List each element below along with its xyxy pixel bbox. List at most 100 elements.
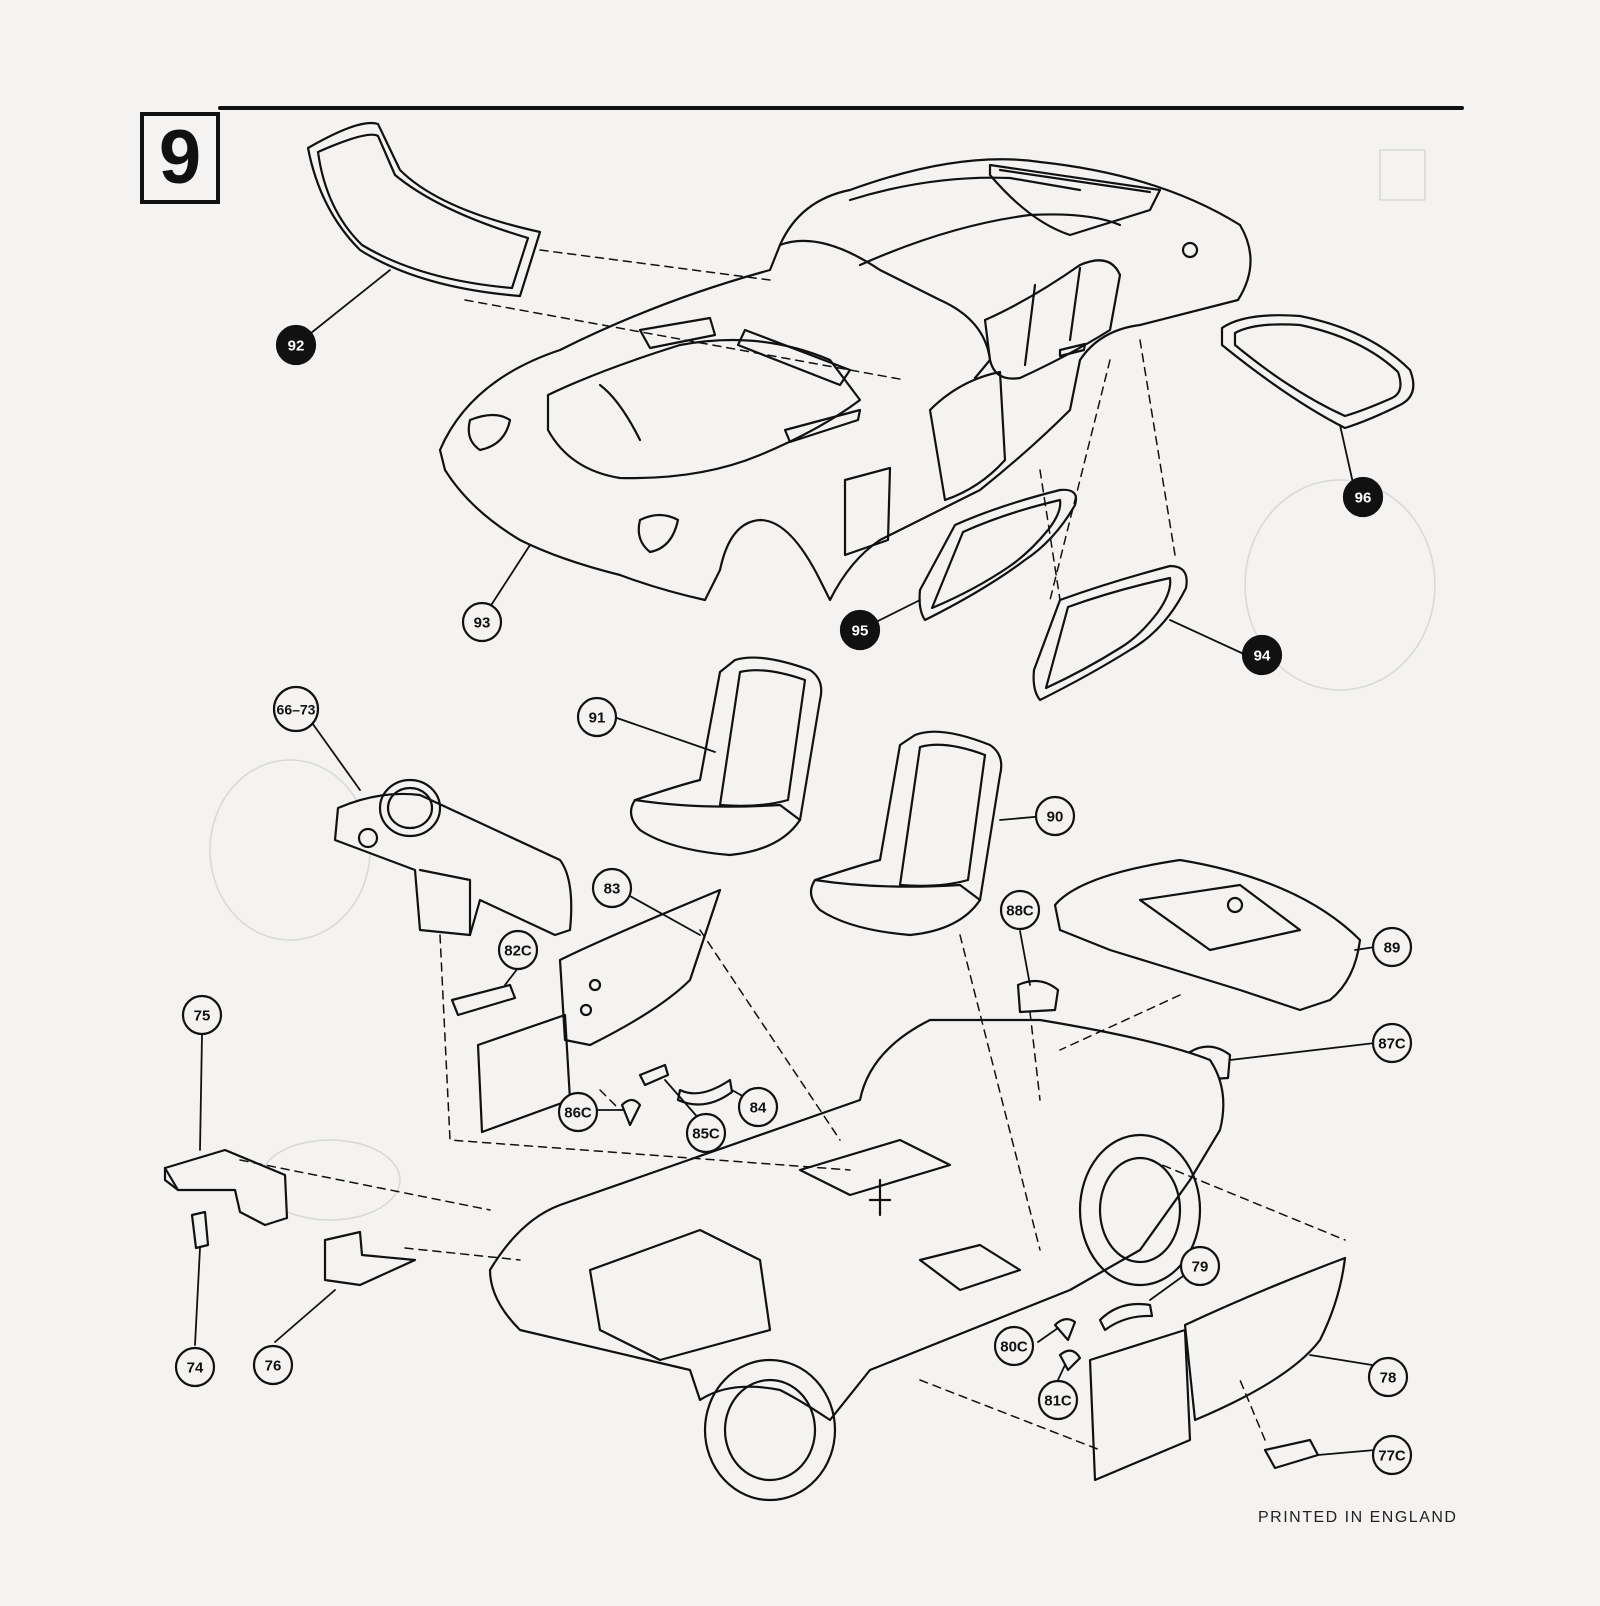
part-91-seat	[629, 656, 823, 857]
part-94-side-window	[1032, 564, 1188, 702]
callout-82c: 82C	[497, 929, 539, 971]
callout-circle	[1367, 1356, 1409, 1398]
assembly-guide-lines	[239, 249, 1346, 1451]
part-95-side-window	[918, 488, 1078, 622]
callout-circle	[272, 685, 320, 733]
part-74-bottle	[190, 1210, 210, 1250]
callout-label: 66–73	[277, 702, 316, 718]
callout-label: 90	[1047, 809, 1064, 826]
callout-circle	[591, 867, 633, 909]
part-96-tail-window	[1220, 314, 1415, 430]
printed-in-england-note: PRINTED IN ENGLAND	[1258, 1509, 1458, 1526]
callout-circle	[1241, 634, 1283, 676]
part-86C-knob	[620, 1098, 642, 1127]
callout-label: 94	[1254, 648, 1271, 665]
callout-label: 76	[265, 1358, 282, 1375]
part-79-handle	[1098, 1302, 1154, 1332]
callout-94: 94	[1241, 634, 1283, 676]
callout-layer: 92 93 94 95 96 66–73 91 90 83 82C 88C 89 87C 75 84 85C 8…	[174, 324, 1413, 1476]
callout-label: 93	[474, 615, 491, 632]
part-78-rear-panel	[1088, 1256, 1347, 1482]
part-66-73-dashboard	[333, 778, 573, 937]
callout-circle	[737, 1086, 779, 1128]
callout-89: 89	[1371, 926, 1413, 968]
callout-circle	[1342, 476, 1384, 518]
step-number-box: 9	[140, 112, 220, 204]
callout-label: 74	[187, 1360, 204, 1377]
step-number: 9	[158, 115, 202, 200]
callout-label: 84	[750, 1100, 767, 1117]
callout-label: 77C	[1378, 1448, 1406, 1465]
chassis-floorpan	[488, 1018, 1225, 1502]
callout-label: 95	[852, 623, 869, 640]
callout-label: 81C	[1044, 1393, 1072, 1410]
callout-label: 75	[194, 1008, 211, 1025]
callout-circle	[1037, 1379, 1079, 1421]
callout-label: 85C	[692, 1126, 720, 1143]
callout-74: 74	[174, 1346, 216, 1388]
callout-circle	[1034, 795, 1076, 837]
callout-96: 96	[1342, 476, 1384, 518]
callout-label: 78	[1380, 1370, 1397, 1387]
callout-label: 96	[1355, 490, 1372, 507]
part-84-handle	[676, 1078, 734, 1106]
callout-circle	[685, 1112, 727, 1154]
callout-label: 91	[589, 710, 606, 727]
part-82C-trim	[450, 983, 517, 1017]
callout-label: 79	[1192, 1259, 1209, 1276]
callout-93: 93	[461, 601, 503, 643]
callout-circle	[497, 929, 539, 971]
callout-66-73: 66–73	[272, 685, 320, 733]
part-80C-knob	[1053, 1318, 1077, 1342]
part-85C-lever	[638, 1063, 670, 1087]
callout-circle	[461, 601, 503, 643]
part-77C-block	[1263, 1438, 1320, 1470]
callout-circle	[1371, 1434, 1413, 1476]
callout-label: 86C	[564, 1105, 592, 1122]
callout-label: 87C	[1378, 1036, 1406, 1053]
callout-76: 76	[252, 1344, 294, 1386]
callout-83: 83	[591, 867, 633, 909]
callout-88c: 88C	[999, 889, 1041, 931]
part-90-seat	[809, 730, 1003, 937]
callout-91: 91	[576, 696, 618, 738]
callout-90: 90	[1034, 795, 1076, 837]
callout-label: 82C	[504, 943, 532, 960]
callout-circle	[252, 1344, 294, 1386]
callout-circle	[557, 1091, 599, 1133]
part-89-rear-shelf	[1053, 858, 1362, 1012]
part-81C-lever	[1058, 1349, 1082, 1372]
callout-75: 75	[181, 994, 223, 1036]
callout-circle	[181, 994, 223, 1036]
part-76-plate	[323, 1230, 417, 1287]
callout-77c: 77C	[1371, 1434, 1413, 1476]
callout-circle	[576, 696, 618, 738]
callout-circle	[839, 609, 881, 651]
callout-label: 89	[1384, 940, 1401, 957]
callout-label: 92	[288, 338, 305, 355]
callout-label: 83	[604, 881, 621, 898]
callout-92: 92	[275, 324, 317, 366]
callout-circle	[993, 1325, 1035, 1367]
callout-78: 78	[1367, 1356, 1409, 1398]
callout-85c: 85C	[685, 1112, 727, 1154]
callout-circle	[275, 324, 317, 366]
callout-86c: 86C	[557, 1091, 599, 1133]
callout-label: 88C	[1006, 903, 1034, 920]
part-75-bracket	[163, 1148, 289, 1227]
part-92-rear-window	[306, 122, 542, 298]
callout-circle	[174, 1346, 216, 1388]
callout-circle	[999, 889, 1041, 931]
callout-label: 80C	[1000, 1339, 1028, 1356]
callout-87c: 87C	[1371, 1022, 1413, 1064]
callout-84: 84	[737, 1086, 779, 1128]
callout-circle	[1179, 1245, 1221, 1287]
callout-leaders	[194, 269, 1376, 1456]
callout-79: 79	[1179, 1245, 1221, 1287]
callout-80c: 80C	[993, 1325, 1035, 1367]
callout-81c: 81C	[1037, 1379, 1079, 1421]
callout-circle	[1371, 1022, 1413, 1064]
callout-circle	[1371, 926, 1413, 968]
